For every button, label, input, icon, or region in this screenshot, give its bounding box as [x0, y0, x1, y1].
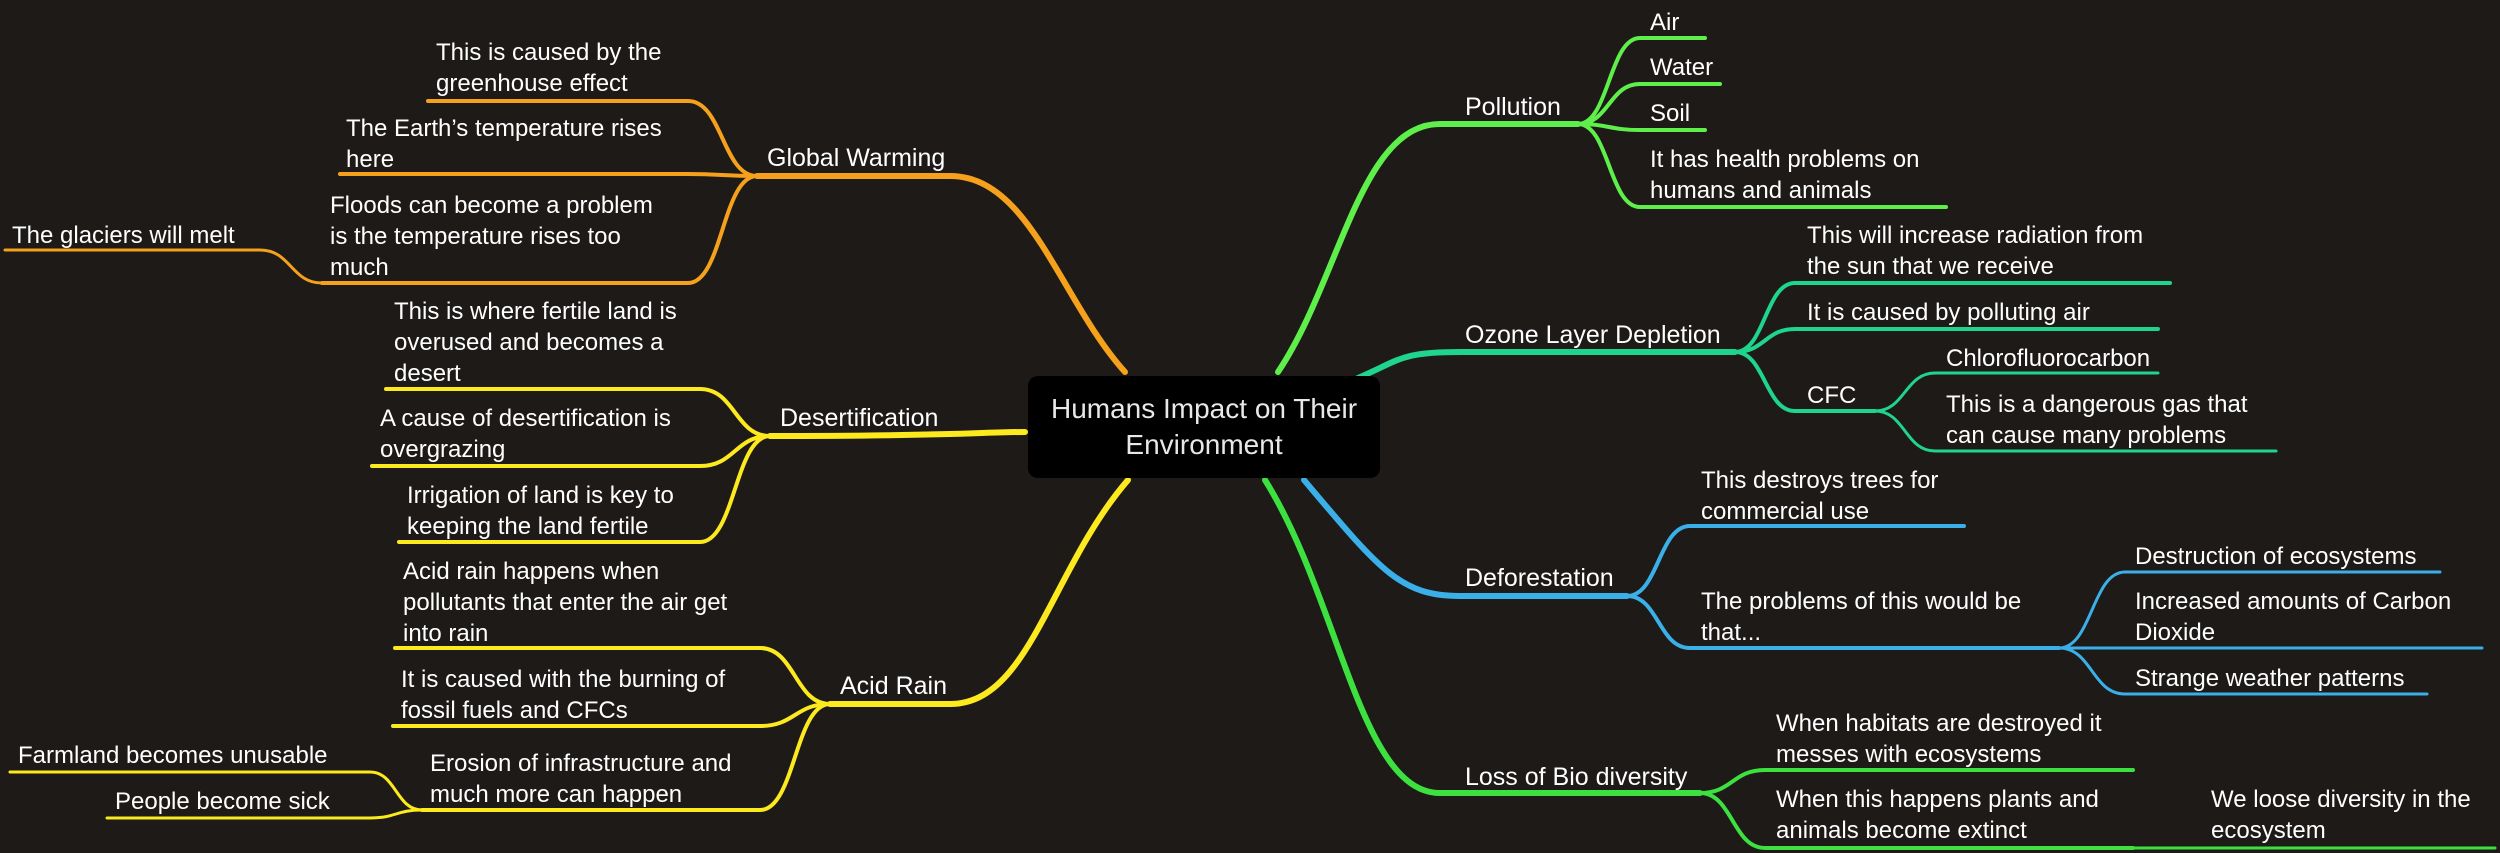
link-habitats [1698, 768, 2135, 795]
branch-pollution[interactable]: Pollution [1465, 93, 1561, 121]
link-pollution [1275, 121, 1581, 375]
link-problems [1625, 594, 2061, 650]
link-erosion [420, 702, 832, 812]
branch-ozone-depletion[interactable]: Ozone Layer Depletion [1465, 321, 1721, 349]
node-greenhouse-effect[interactable]: This is caused by the greenhouse effect [436, 39, 662, 97]
branch-acid-rain[interactable]: Acid Rain [840, 672, 947, 700]
node-cfc[interactable]: CFC [1807, 382, 1857, 409]
link-deforestation [1301, 477, 1630, 599]
node-air[interactable]: Air [1650, 9, 1680, 36]
node-extinction[interactable]: When this happens plants and animals bec… [1776, 786, 2099, 844]
node-water[interactable]: Water [1650, 54, 1714, 81]
central-topic[interactable]: Humans Impact on Their Environment [1028, 376, 1380, 478]
branch-global-warming[interactable]: Global Warming [767, 144, 946, 172]
link-greenhouse [426, 99, 759, 178]
branch-desertification[interactable]: Desertification [780, 404, 939, 432]
link-farmland [8, 770, 424, 812]
node-problems[interactable]: The problems of this would be that... [1701, 588, 2022, 646]
link-extinct [1698, 791, 2135, 850]
link-weather [2057, 646, 2429, 696]
node-polluting-air[interactable]: It is caused by polluting air [1807, 299, 2090, 326]
node-glaciers-melt[interactable]: The glaciers will melt [12, 222, 235, 249]
node-overgrazing[interactable]: A cause of desertification is overgrazin… [380, 405, 671, 463]
link-destroys-trees [1625, 524, 1966, 598]
node-weather-patterns[interactable]: Strange weather patterns [2135, 665, 2405, 692]
link-temperature [338, 172, 759, 178]
branch-loss-of-biodiversity[interactable]: Loss of Bio diversity [1465, 763, 1688, 791]
branch-deforestation[interactable]: Deforestation [1465, 564, 1614, 592]
link-polluting-air [1733, 327, 2160, 354]
link-glaciers [3, 248, 324, 285]
link-ozone [1355, 349, 1738, 381]
link-irrigation [397, 434, 772, 544]
node-acid-rain-happens[interactable]: Acid rain happens when pollutants that e… [403, 558, 728, 647]
link-acid-happens [393, 646, 832, 706]
node-destroys-trees[interactable]: This destroys trees for commercial use [1701, 467, 1939, 525]
link-floods [320, 174, 759, 285]
node-dangerous-gas[interactable]: This is a dangerous gas that can cause m… [1946, 391, 2248, 449]
node-floods[interactable]: Floods can become a problem is the tempe… [330, 192, 653, 281]
node-people-sick[interactable]: People become sick [115, 788, 330, 815]
node-radiation[interactable]: This will increase radiation from the su… [1807, 222, 2144, 280]
node-chlorofluorocarbon[interactable]: Chlorofluorocarbon [1946, 345, 2151, 372]
link-desertification [767, 429, 1028, 439]
link-water [1576, 82, 1722, 126]
link-fossil-fuels [391, 702, 832, 728]
link-chlorofluorocarbon [1873, 371, 2160, 413]
node-temperature-rises[interactable]: The Earth’s temperature rises here [346, 115, 662, 173]
link-air [1576, 36, 1707, 126]
link-global-warming [754, 173, 1128, 375]
link-overgrazing [370, 434, 772, 468]
node-lose-diversity[interactable]: We loose diversity in the ecosystem [2211, 786, 2471, 844]
link-biodiversity [1262, 477, 1703, 796]
link-ecosystem [2057, 570, 2442, 650]
link-people-sick [105, 808, 424, 820]
node-fossil-fuels[interactable]: It is caused with the burning of fossil … [401, 666, 726, 724]
link-dangerous-gas [1873, 409, 2278, 453]
node-irrigation[interactable]: Irrigation of land is key to keeping the… [407, 482, 674, 540]
node-erosion[interactable]: Erosion of infrastructure and much more … [430, 750, 732, 808]
node-fertile-land-overused[interactable]: This is where fertile land is overused a… [394, 298, 677, 387]
link-soil [1576, 122, 1707, 132]
link-fertile-land [384, 387, 772, 438]
node-ecosystem-destruction[interactable]: Destruction of ecosystems [2135, 543, 2417, 570]
link-health [1576, 122, 1948, 209]
node-soil[interactable]: Soil [1650, 100, 1691, 127]
link-cfc [1733, 350, 1877, 413]
node-habitats-destroyed[interactable]: When habitats are destroyed it messes wi… [1776, 710, 2102, 768]
node-health-problems[interactable]: It has health problems on humans and ani… [1650, 146, 1920, 204]
link-acid-rain [827, 477, 1131, 707]
link-radiation [1733, 281, 2172, 354]
node-carbon-dioxide[interactable]: Increased amounts of Carbon Dioxide [2135, 588, 2452, 646]
node-farmland-unusable[interactable]: Farmland becomes unusable [18, 742, 328, 769]
